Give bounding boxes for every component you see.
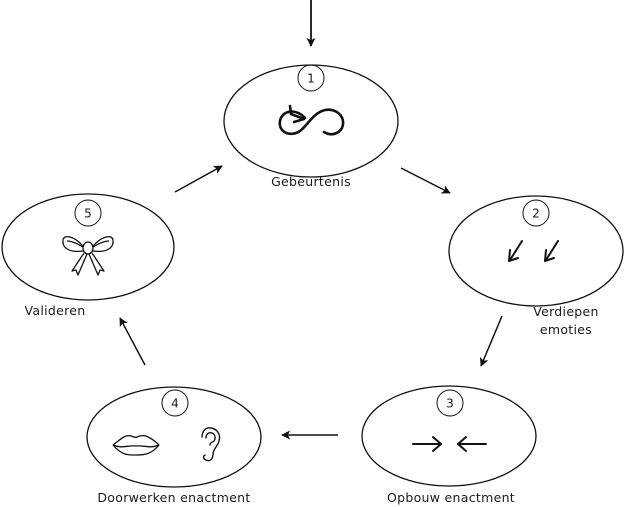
node-5-number-circle [74, 199, 102, 227]
bow-icon [62, 235, 114, 276]
ear-icon [201, 427, 221, 462]
double-down-left-arrow-icon [508, 240, 559, 262]
node-5-label: Valideren [25, 303, 86, 318]
loop-arrow-icon [278, 104, 345, 136]
node-3-number-circle [436, 389, 464, 417]
node-5: 5 Valideren [1, 193, 175, 318]
node-3-number: 3 [446, 397, 454, 411]
node-5-ellipse [1, 193, 175, 301]
edge-4-to-5 [119, 317, 146, 366]
node-2-number: 2 [532, 207, 540, 221]
node-5-number: 5 [84, 207, 92, 221]
node-1-number: 1 [307, 72, 315, 86]
node-1-label: Gebeurtenis [271, 174, 351, 189]
node-2-ellipse [448, 195, 624, 307]
node-4-ellipse [86, 386, 262, 488]
node-2: 2 Verdiepen emoties [448, 195, 624, 337]
edge-5-to-1 [174, 165, 223, 193]
node-4-label: Doorwerken enactment [97, 490, 250, 505]
node-4: 4 Doorwerken enactment [86, 386, 262, 505]
node-2-number-circle [522, 199, 550, 227]
node-4-number-circle [161, 389, 189, 417]
node-1-number-circle [297, 64, 325, 92]
lips-icon [112, 434, 160, 456]
node-4-number: 4 [171, 397, 179, 411]
node-3: 3 Opbouw enactment [361, 385, 537, 505]
node-1: 1 Gebeurtenis [223, 64, 399, 189]
node-3-label: Opbouw enactment [387, 490, 515, 505]
node-3-ellipse [361, 385, 537, 487]
edge-1-to-2 [400, 167, 451, 194]
converging-arrows-icon [412, 436, 487, 452]
edge-2-to-3 [479, 315, 503, 367]
node-2-label-line1: Verdiepen [533, 304, 599, 319]
node-2-label-line2: emoties [540, 322, 592, 337]
